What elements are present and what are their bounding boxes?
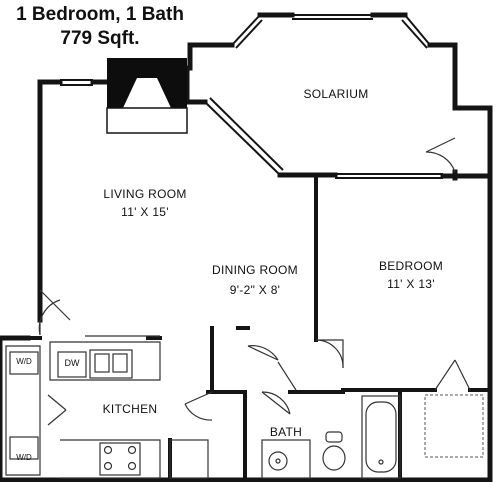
bath-fixtures — [261, 395, 401, 479]
doors — [38, 137, 471, 426]
kitchen-fixtures — [5, 335, 209, 479]
dining-room-dims: 9'-2" X 8' — [229, 283, 281, 297]
dining-room-label: DINING ROOM — [212, 263, 298, 277]
kitchen-label: KITCHEN — [102, 402, 158, 416]
unit-area: 779 Sqft. — [60, 28, 140, 49]
fireplace — [106, 58, 188, 134]
living-room-label: LIVING ROOM — [103, 187, 187, 201]
living-room-dims: 11' X 15' — [121, 205, 169, 219]
unit-type-title: 1 Bedroom, 1 Bath — [16, 4, 184, 25]
washer-dryer-bottom-label: W/D — [16, 453, 32, 462]
bath-label: BATH — [269, 425, 303, 439]
solarium-windows — [60, 14, 443, 179]
solarium-label: SOLARIUM — [303, 87, 369, 101]
bedroom-label: BEDROOM — [378, 259, 444, 273]
bedroom-dims: 11' X 13' — [387, 277, 435, 291]
washer-dryer-top-label: W/D — [16, 357, 32, 366]
bedroom-closet — [424, 394, 484, 458]
dishwasher-label: DW — [64, 358, 80, 368]
